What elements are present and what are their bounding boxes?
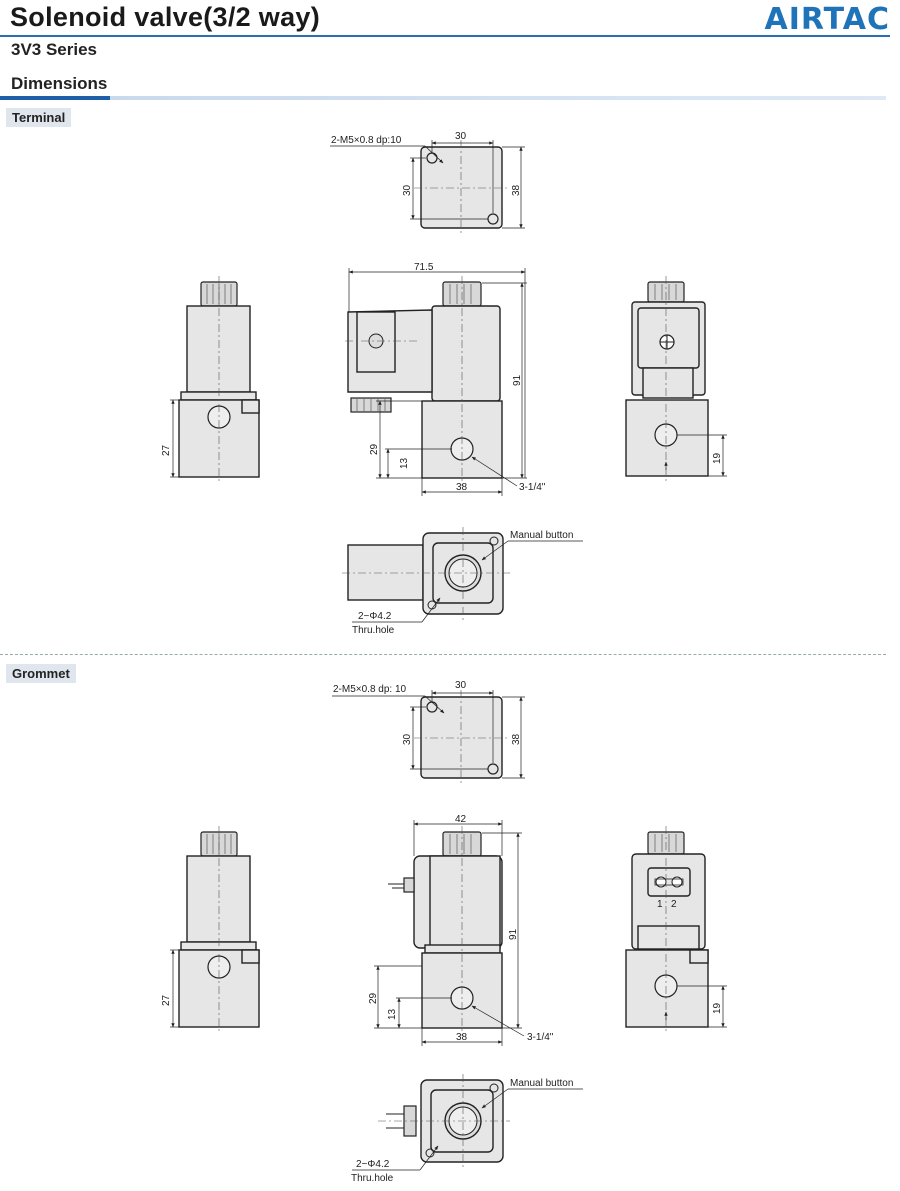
grommet-overall-width-label: 42 (455, 814, 467, 825)
terminal-top-view: 2-M5×0.8 dp:10 30 30 38 (330, 131, 525, 235)
terminal-port-label: 3-1/4" (519, 482, 546, 493)
terminal-manual-button-label: Manual button (510, 530, 573, 541)
terminal-thru-hole-label: 2−Φ4.2 (358, 611, 392, 622)
grommet-right-height-label: 19 (712, 1002, 723, 1014)
terminal-overall-width-label: 71.5 (414, 262, 434, 273)
terminal-port-height-label: 29 (369, 443, 380, 455)
terminal-right-view: 19 (625, 276, 727, 484)
grommet-left-height-label: 27 (161, 994, 172, 1006)
terminal-top-hole-label: 2-M5×0.8 dp:10 (331, 135, 402, 146)
tag-terminal: Terminal (6, 108, 72, 127)
grommet-right-view: 1 2 19 (625, 826, 727, 1034)
terminal-top-width-label: 30 (455, 131, 467, 142)
tag-grommet: Grommet (6, 664, 76, 683)
grommet-bottom-view: Manual button 2−Φ4.2 Thru.hole (351, 1074, 583, 1184)
page-title: Solenoid valve(3/2 way) (10, 2, 321, 32)
terminal-front-view: 71.5 91 29 13 38 3-1/4" (345, 262, 546, 496)
grommet-left-view: 27 (161, 826, 260, 1034)
grommet-manual-button-label: Manual button (510, 1078, 573, 1089)
header-rule (0, 35, 890, 37)
section-title-dimensions: Dimensions (11, 74, 108, 93)
grommet-top-width-label: 30 (455, 680, 467, 691)
grommet-top-side-right-label: 38 (511, 733, 522, 745)
grommet-top-view: 2-M5×0.8 dp: 10 30 30 38 (332, 680, 525, 786)
grommet-port-label: 3-1/4" (527, 1032, 554, 1043)
terminal-left-height-label: 27 (161, 444, 172, 456)
grommet-bottom-width-label: 38 (456, 1032, 468, 1043)
airtac-logo: AIRTAC (764, 2, 890, 37)
terminal-port-center-label: 13 (399, 457, 410, 469)
terminal-right-height-label: 19 (712, 452, 723, 464)
terminal-left-view: 27 (161, 276, 260, 484)
grommet-thru-hole-sub: Thru.hole (351, 1173, 394, 1184)
section-rule (0, 96, 886, 100)
terminal-top-side-left-label: 30 (402, 184, 413, 196)
grommet-height-label: 91 (508, 928, 519, 940)
grommet-port-center-label: 13 (387, 1008, 398, 1020)
grommet-front-view: 42 91 29 13 38 3-1/4" (368, 814, 554, 1046)
section-divider (0, 654, 886, 655)
grommet-pin-1-label: 1 (657, 899, 663, 910)
grommet-port-height-label: 29 (368, 992, 379, 1004)
terminal-height-label: 91 (512, 374, 523, 386)
grommet-thru-hole-label: 2−Φ4.2 (356, 1159, 390, 1170)
grommet-top-hole-label: 2-M5×0.8 dp: 10 (333, 684, 407, 695)
terminal-bottom-width-label: 38 (456, 482, 468, 493)
grommet-top-side-left-label: 30 (402, 733, 413, 745)
series-title: 3V3 Series (11, 40, 98, 59)
terminal-thru-hole-sub: Thru.hole (352, 625, 395, 636)
terminal-top-side-right-label: 38 (511, 184, 522, 196)
terminal-bottom-view: Manual button 2−Φ4.2 Thru.hole (342, 527, 583, 636)
grommet-pin-2-label: 2 (671, 899, 677, 910)
